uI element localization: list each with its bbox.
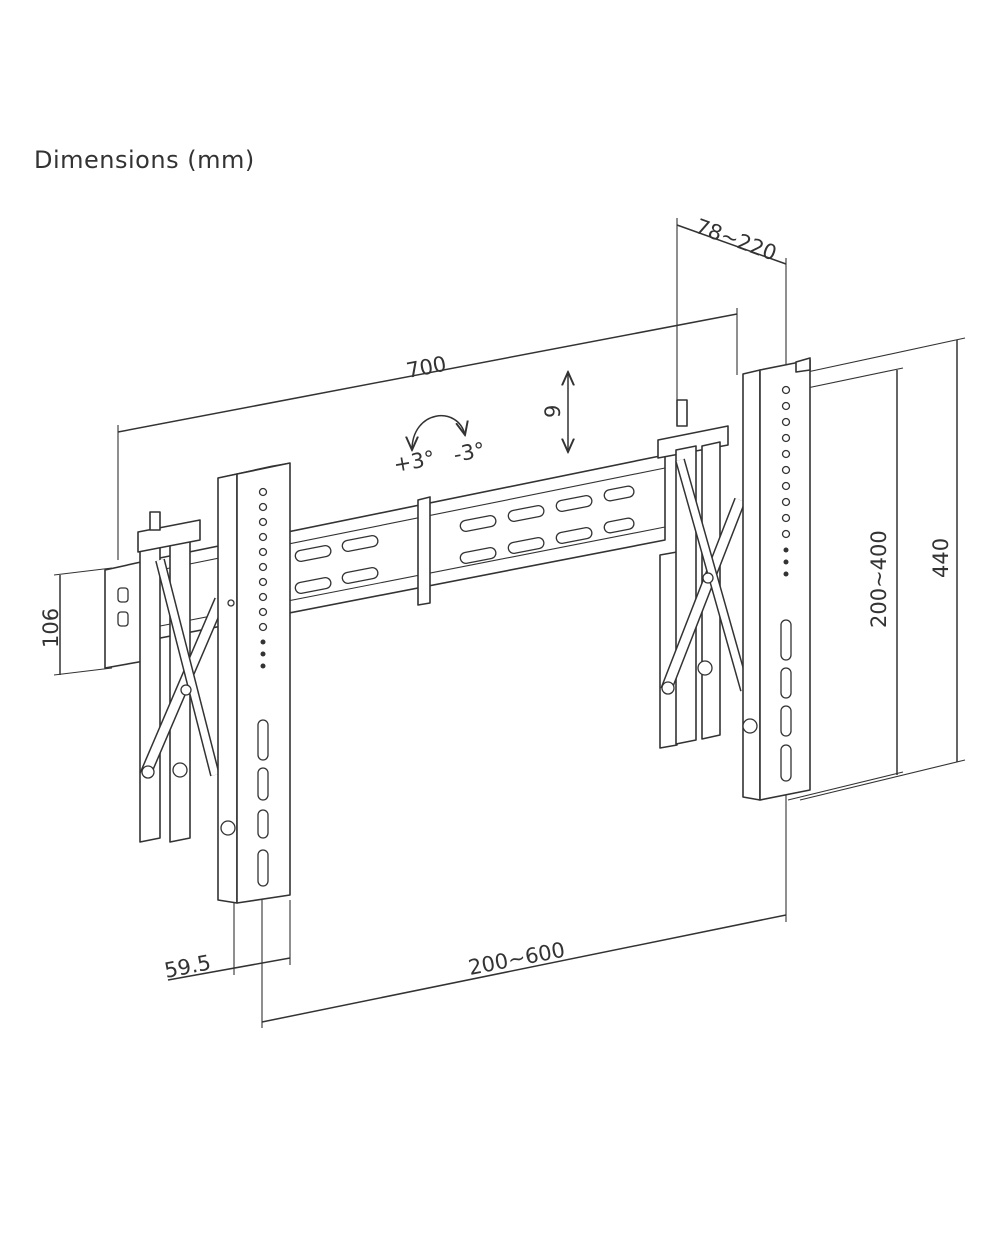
- dim-tilt-plus: +3°: [392, 446, 437, 477]
- dim-height-total: 440: [929, 538, 953, 578]
- left-tv-bar: [217, 462, 291, 904]
- dim-depth: 78~220: [692, 214, 780, 265]
- right-arm: [657, 399, 750, 749]
- left-bar-holes: [220, 487, 269, 887]
- left-arm: [104, 511, 226, 843]
- dim-vertical-spacing: 200~400: [867, 530, 891, 628]
- dim-horizontal-spacing: 200~600: [466, 938, 567, 980]
- page-title: Dimensions (mm): [34, 146, 255, 174]
- dim-width-total: 700: [404, 352, 448, 383]
- right-bar-holes: [742, 385, 792, 782]
- dim-tilt-minus: -3°: [452, 438, 487, 467]
- dimension-lines: [53, 218, 966, 1028]
- rail-slots: [294, 485, 635, 595]
- dim-vertical-adjust: 9: [541, 405, 565, 418]
- right-tv-bar: [742, 357, 811, 801]
- dim-arm-width: 59.5: [162, 950, 212, 982]
- dim-rail-height: 106: [39, 608, 63, 648]
